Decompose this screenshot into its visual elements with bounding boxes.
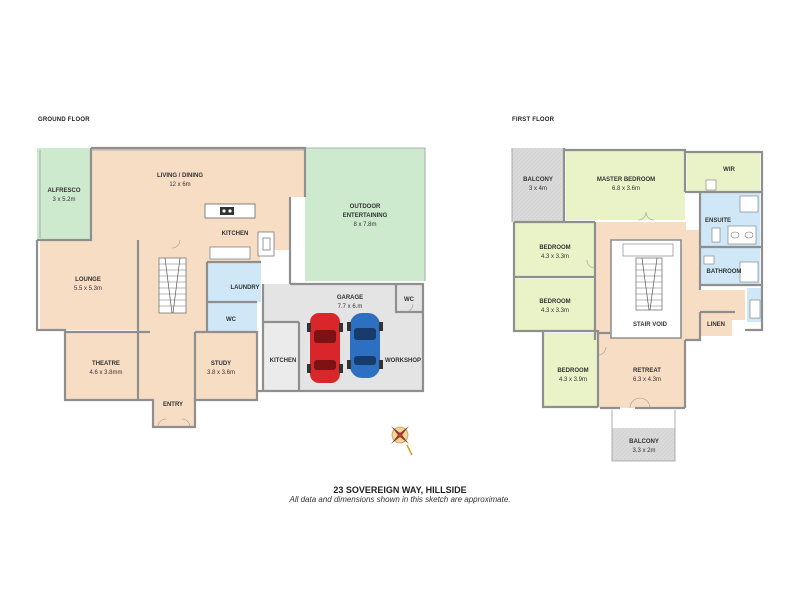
wir-area [687,152,760,192]
laundry-area [207,262,261,302]
garage-dims: 7.7 x 6.m [338,304,363,310]
wir-label: WIR [723,167,735,173]
ensuite-label: ENSUITE [705,218,731,224]
first-floor [511,148,764,462]
lounge-area [40,240,138,330]
workshop-label: WORKSHOP [385,358,421,364]
red-car [307,313,343,383]
bedroom3-label: BEDROOM [557,368,588,374]
retreat-dims: 6.3 x 4.3m [633,377,661,383]
laundry-label: LAUNDRY [230,285,259,291]
study-area [195,332,257,400]
living-dining-dims: 12 x 6m [169,182,190,188]
outdoor-dims: 8 x 7.8m [353,222,376,228]
bedroom3-area [543,333,598,407]
first-floor-title: FIRST FLOOR [512,117,555,123]
blue-car [347,313,383,378]
garage-wc-label: WC [404,297,415,303]
bathroom-fixtures [703,255,761,319]
garage-kitchen-label: KITCHEN [270,358,297,364]
property-address: 23 SOVEREIGN WAY, HILLSIDE [333,485,467,495]
study-dims: 3.8 x 3.6m [207,370,235,376]
alfresco-label: ALFRESCO [48,188,81,194]
bedroom2-area [514,279,595,331]
bedroom3-dims: 4.3 x 3.9m [559,377,587,383]
ground-floor [35,146,426,429]
study-label: STUDY [211,361,231,367]
kitchen-island [204,203,256,219]
ensuite-fixtures [705,179,759,245]
entry-porch [153,400,195,427]
alfresco-area [37,148,91,239]
ground-stairs [158,257,187,314]
kitchen-label: KITCHEN [222,231,249,237]
lounge-dims: 5.5 x 5.3m [74,286,102,292]
stair-void-label: STAIR VOID [633,322,668,328]
wc-label: WC [226,317,237,323]
bedroom1-label: BEDROOM [539,245,570,251]
compass-icon [391,426,413,456]
ground-labels: ALFRESCO 3 x 5.2m LIVING / DINING 12 x 6… [48,173,422,408]
bedroom1-dims: 4.3 x 3.3m [541,254,569,260]
balcony-bottom-dims: 3.3 x 2m [632,448,655,454]
linen-label: LINEN [707,322,725,328]
theatre-dims: 4.6 x 3.8mm [89,370,122,376]
balcony-bottom-label: BALCONY [629,439,659,445]
balcony-top-label: BALCONY [523,177,553,183]
garage-kitchen-area [263,322,299,392]
outdoor-label: OUTDOOR [350,204,381,210]
bedroom2-label: BEDROOM [539,299,570,305]
master-bedroom-area [566,150,685,220]
bedroom1-area [514,222,595,276]
linen-area [700,312,732,336]
bedroom2-dims: 4.3 x 3.3m [541,308,569,314]
entry-label: ENTRY [163,402,183,408]
garage-label: GARAGE [337,295,363,301]
lounge-label: LOUNGE [75,277,101,283]
bathroom-label: BATHROOM [707,269,742,275]
retreat-label: RETREAT [633,368,661,374]
ground-floor-title: GROUND FLOOR [38,117,90,123]
entertaining-label: ENTERTAINING [343,213,388,219]
alfresco-dims: 3 x 5.2m [52,197,75,203]
outdoor-entertaining-area [305,148,425,281]
master-bedroom-label: MASTER BEDROOM [597,177,655,183]
balcony-top-dims: 3 x 4m [529,186,547,192]
wc-ground-area [207,302,257,332]
theatre-label: THEATRE [92,361,120,367]
first-labels: BALCONY 3 x 4m MASTER BEDROOM 6.8 x 3.6m… [523,167,741,454]
disclaimer: All data and dimensions shown in this sk… [289,495,511,504]
master-bedroom-dims: 6.8 x 3.6m [612,186,640,192]
theatre-area [65,332,150,400]
first-stairs [622,243,674,311]
living-dining-label: LIVING / DINING [157,173,203,179]
